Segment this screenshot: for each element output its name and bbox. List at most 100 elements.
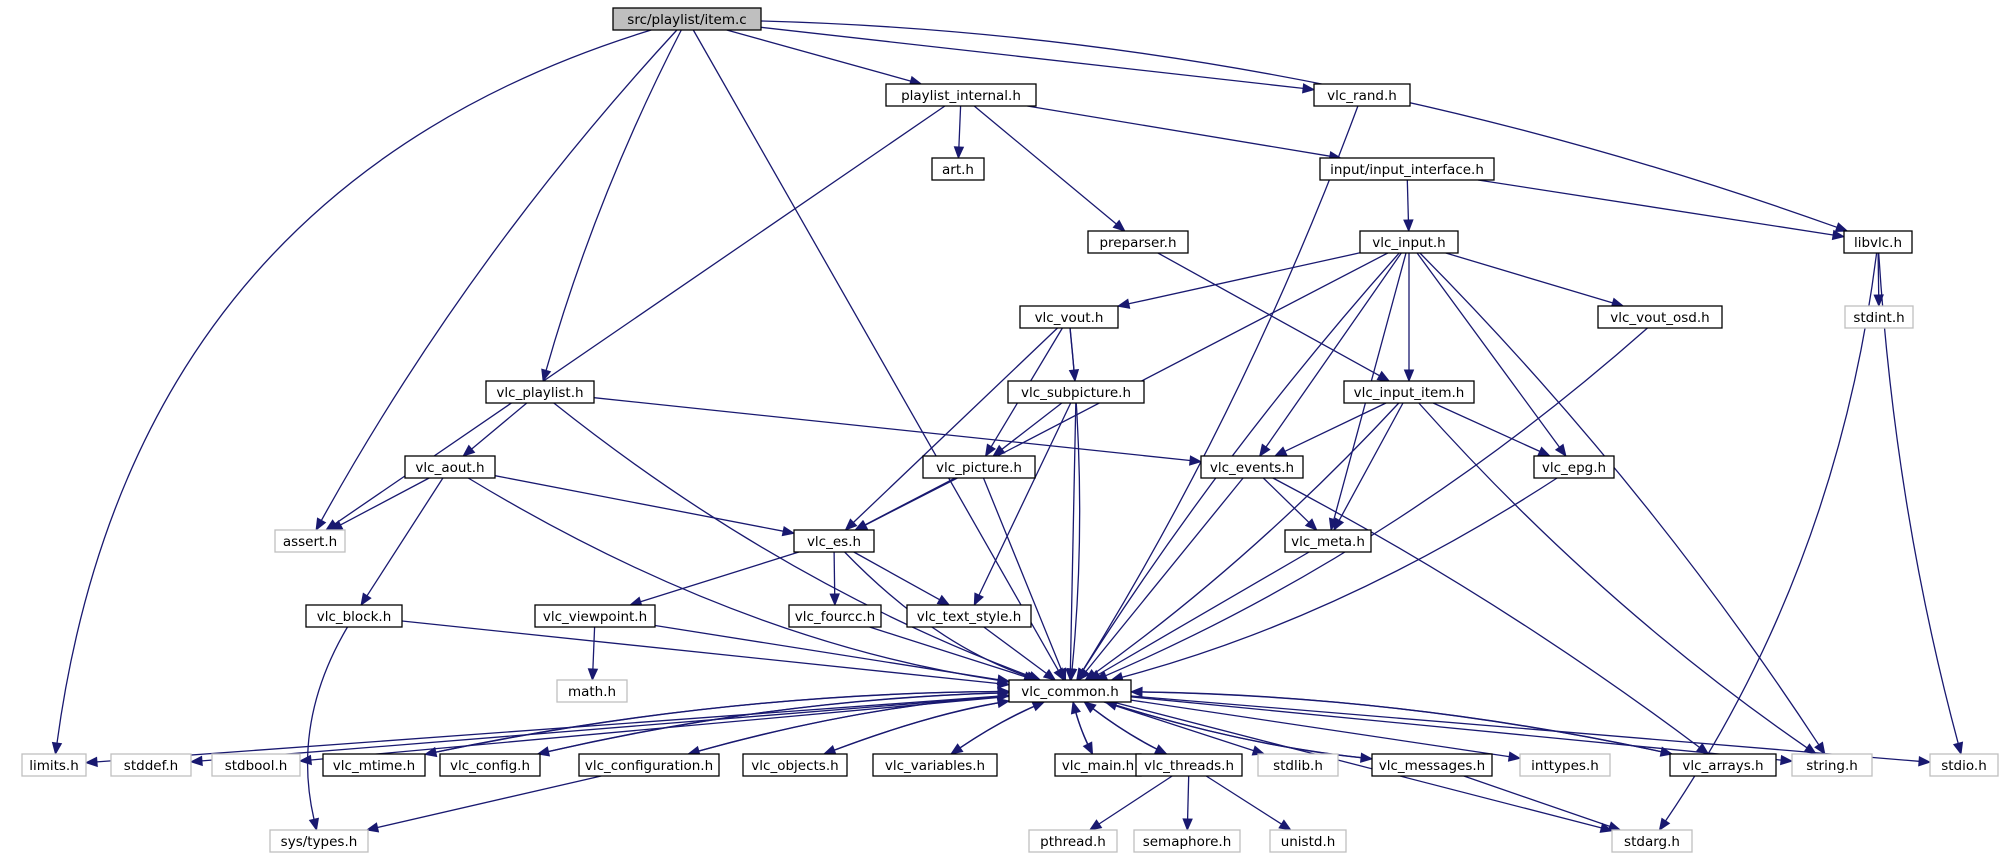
- node-box: [1844, 305, 1914, 329]
- edge-line: [1406, 179, 1410, 221]
- node-label: vlc_main.h: [1062, 758, 1135, 774]
- node-box: [1008, 679, 1132, 703]
- edge-vlc_fourcc-to-vlc_common: [869, 626, 1037, 682]
- edge-arrowhead: [298, 754, 312, 766]
- node-assert: assert.h: [274, 529, 346, 553]
- edge-vlc_common-to-limits: [84, 694, 1010, 768]
- node-box: [1028, 829, 1118, 853]
- edge-line: [1284, 402, 1387, 452]
- node-vlc-config[interactable]: vlc_config.h: [439, 753, 541, 777]
- edge-line: [1445, 252, 1613, 304]
- node-vlc-vout-osd[interactable]: vlc_vout_osd.h: [1597, 305, 1723, 329]
- edge-vlc_common-to-stddef: [189, 695, 1010, 767]
- node-string: string.h: [1791, 753, 1873, 777]
- edge-line: [96, 694, 1010, 763]
- edge-arrowhead: [1116, 298, 1131, 309]
- node-vlc-subpicture[interactable]: vlc_subpicture.h: [1007, 380, 1145, 404]
- node-preparser[interactable]: preparser.h: [1087, 230, 1189, 254]
- node-vlc-es[interactable]: vlc_es.h: [793, 529, 875, 553]
- node-playlist-internal[interactable]: playlist_internal.h: [885, 83, 1037, 107]
- node-vlc-vout[interactable]: vlc_vout.h: [1019, 305, 1119, 329]
- edge-vlc_configuration-to-sys_types: [365, 775, 602, 833]
- edge-line: [1098, 551, 1310, 676]
- node-vlc-block[interactable]: vlc_block.h: [305, 604, 403, 628]
- node-vlc-playlist[interactable]: vlc_playlist.h: [485, 380, 595, 404]
- edge-arrowhead: [1258, 443, 1271, 458]
- node-vlc-main[interactable]: vlc_main.h: [1054, 753, 1142, 777]
- node-box: [1519, 753, 1611, 777]
- node-vlc-messages[interactable]: vlc_messages.h: [1371, 753, 1493, 777]
- edge-playlist_internal-to-input_interface: [1027, 105, 1343, 162]
- node-vlc-objects[interactable]: vlc_objects.h: [742, 753, 848, 777]
- edge-line: [853, 551, 940, 601]
- node-vlc-configuration[interactable]: vlc_configuration.h: [578, 753, 720, 777]
- edge-line: [1418, 402, 1808, 749]
- edge-line: [692, 29, 1059, 671]
- node-box: [439, 753, 541, 777]
- node-input-interface[interactable]: input/input_interface.h: [1319, 157, 1495, 181]
- edge-arrowhead: [973, 592, 984, 607]
- node-box: [211, 753, 301, 777]
- edge-line: [1098, 775, 1173, 825]
- edge-input_interface-to-libvlc: [1477, 179, 1846, 241]
- edge-line: [760, 26, 1304, 90]
- node-art[interactable]: art.h: [931, 157, 985, 181]
- edge-arrowhead: [1083, 701, 1097, 714]
- node-vlc-epg[interactable]: vlc_epg.h: [1533, 455, 1615, 479]
- edge-line: [494, 475, 784, 532]
- edge-vlc_common-to-vlc_threads: [1083, 701, 1168, 755]
- node-vlc-common[interactable]: vlc_common.h: [1008, 679, 1132, 703]
- node-unistd: unistd.h: [1269, 829, 1347, 853]
- edge-arrowhead: [1078, 667, 1091, 682]
- edge-line: [959, 701, 1045, 749]
- edge-arrowhead: [1403, 369, 1415, 383]
- edge-line: [978, 402, 1072, 596]
- node-vlc-arrays[interactable]: vlc_arrays.h: [1669, 753, 1777, 777]
- edge-arrowhead: [953, 146, 965, 160]
- edge-arrowhead: [1507, 751, 1522, 762]
- node-vlc-input[interactable]: vlc_input.h: [1359, 230, 1459, 254]
- edge-arrowhead: [1302, 83, 1316, 94]
- edge-arrowhead: [1042, 668, 1057, 681]
- node-vlc-aout[interactable]: vlc_aout.h: [404, 455, 496, 479]
- node-stdbool: stdbool.h: [211, 753, 301, 777]
- edge-vlc_input_item-to-vlc_epg: [1432, 402, 1552, 457]
- edge-line: [1141, 691, 1673, 755]
- node-vlc-rand[interactable]: vlc_rand.h: [1313, 83, 1411, 107]
- edge-line: [833, 551, 836, 595]
- node-vlc-input-item[interactable]: vlc_input_item.h: [1343, 380, 1475, 404]
- edge-line: [1001, 402, 1063, 450]
- edge-vlc_block-to-vlc_common: [401, 620, 1011, 689]
- edge-vlc_input-to-vlc_epg: [1416, 252, 1567, 458]
- node-vlc-viewpoint[interactable]: vlc_viewpoint.h: [534, 604, 656, 628]
- edge-line: [435, 690, 1010, 753]
- edge-line: [760, 20, 1838, 228]
- node-vlc-events[interactable]: vlc_events.h: [1200, 455, 1304, 479]
- node-vlc-mtime[interactable]: vlc_mtime.h: [322, 753, 426, 777]
- node-label: vlc_text_style.h: [917, 609, 1022, 625]
- node-vlc-threads[interactable]: vlc_threads.h: [1135, 753, 1243, 777]
- node-label: vlc_mtime.h: [333, 758, 415, 774]
- edge-vlc_threads-to-pthread: [1088, 775, 1173, 831]
- node-label: src/playlist/item.c: [627, 12, 746, 28]
- edge-line: [1463, 775, 1611, 828]
- node-vlc-text-style[interactable]: vlc_text_style.h: [906, 604, 1032, 628]
- edge-arrowhead: [1088, 819, 1103, 831]
- edge-arrowhead: [1087, 669, 1102, 681]
- edge-line: [950, 705, 1035, 755]
- node-vlc-meta[interactable]: vlc_meta.h: [1284, 529, 1372, 553]
- node-vlc-variables[interactable]: vlc_variables.h: [872, 753, 998, 777]
- node-label: unistd.h: [1281, 834, 1336, 850]
- edge-vlc_viewpoint-to-vlc_common: [654, 624, 1011, 685]
- edge-item_c-to-assert: [315, 29, 678, 532]
- edge-vlc_input-to-string: [1419, 252, 1826, 756]
- edge-vlc_block-to-sys_types: [306, 626, 349, 832]
- node-label: vlc_playlist.h: [496, 385, 583, 401]
- node-vlc-fourcc[interactable]: vlc_fourcc.h: [788, 604, 882, 628]
- node-vlc-picture[interactable]: vlc_picture.h: [922, 455, 1036, 479]
- edge-arrowhead: [829, 593, 840, 607]
- node-semaphore: semaphore.h: [1133, 829, 1241, 853]
- edge-line: [1112, 701, 1602, 829]
- node-libvlc[interactable]: libvlc.h: [1843, 230, 1913, 254]
